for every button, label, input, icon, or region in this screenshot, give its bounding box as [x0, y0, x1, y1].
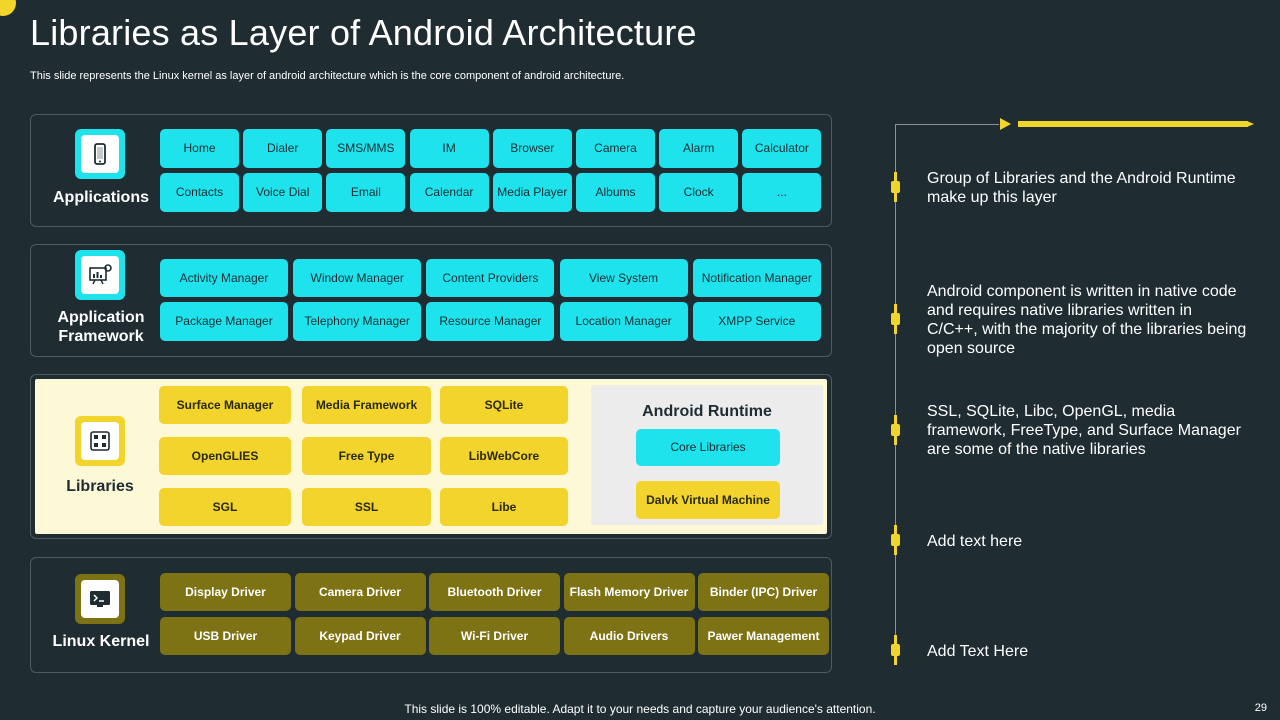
layer-chip[interactable]: Browser: [492, 129, 572, 168]
library-chip[interactable]: SSL: [302, 488, 431, 526]
layer-chip[interactable]: Wi-Fi Driver: [429, 617, 560, 655]
layer-chip[interactable]: Home: [160, 129, 239, 168]
layer-chip[interactable]: Dialer: [243, 129, 323, 168]
timeline-marker: [891, 415, 900, 445]
library-chip[interactable]: SGL: [159, 488, 291, 526]
timeline-note: Group of Libraries and the Android Runti…: [927, 170, 1236, 206]
layer-chip[interactable]: Resource Manager: [426, 302, 555, 341]
layer-chip[interactable]: Bluetooth Driver: [429, 573, 560, 611]
timeline-marker: [891, 525, 900, 555]
layer-chip[interactable]: Alarm: [659, 129, 739, 168]
page-subtitle: This slide represents the Linux kernel a…: [30, 70, 625, 82]
layer-chip[interactable]: Package Manager: [160, 302, 288, 341]
libraries-icon-frame: [75, 416, 125, 466]
timeline-arrow-icon: [1000, 118, 1011, 130]
layer-chip[interactable]: Voice Dial: [243, 173, 323, 212]
timeline-marker: [891, 304, 900, 334]
android-runtime-box: Android Runtime Core Libraries Dalvk Vir…: [591, 385, 823, 525]
smartphone-icon: [81, 135, 119, 173]
layer-chip[interactable]: Clock: [659, 173, 739, 212]
page-number: 29: [1254, 702, 1267, 714]
framework-label: Application Framework: [57, 309, 145, 345]
android-runtime-title: Android Runtime: [642, 403, 772, 420]
layer-chip[interactable]: Telephony Manager: [293, 302, 422, 341]
layer-chip[interactable]: Contacts: [160, 173, 239, 212]
layer-chip[interactable]: ...: [742, 173, 822, 212]
timeline-marker: [891, 635, 900, 665]
applications-icon-frame: [75, 129, 125, 179]
footer-text: This slide is 100% editable. Adapt it to…: [404, 702, 876, 716]
terminal-icon: [81, 580, 119, 618]
kernel-icon-frame: [75, 574, 125, 624]
layer-chip[interactable]: IM: [409, 129, 489, 168]
layer-chip[interactable]: Media Player: [492, 173, 572, 212]
timeline-note: Add Text Here: [927, 643, 1029, 660]
layer-chip[interactable]: Camera Driver: [294, 573, 426, 611]
timeline-note: Android component is written in native c…: [927, 283, 1247, 357]
layer-chip[interactable]: Albums: [576, 173, 655, 212]
runtime-item[interactable]: Core Libraries: [636, 429, 780, 466]
layer-chip[interactable]: XMPP Service: [692, 302, 821, 341]
timeline-note: SSL, SQLite, Libc, OpenGL, media framewo…: [927, 403, 1241, 458]
layer-chip[interactable]: Display Driver: [160, 573, 291, 611]
layer-chip[interactable]: Calendar: [409, 173, 489, 212]
layer-chip[interactable]: Window Manager: [293, 259, 422, 297]
libraries-label: Libraries: [66, 478, 134, 495]
framework-icon-frame: [75, 250, 125, 300]
layer-chip[interactable]: Email: [326, 173, 406, 212]
timeline-accent-tip: [1247, 121, 1254, 127]
corner-decoration: [0, 0, 16, 16]
library-chip[interactable]: Media Framework: [302, 386, 431, 424]
layer-chip[interactable]: View System: [559, 259, 688, 297]
timeline-marker: [891, 172, 900, 202]
runtime-item[interactable]: Dalvk Virtual Machine: [636, 481, 780, 519]
library-chip[interactable]: Libe: [440, 488, 568, 526]
layer-chip[interactable]: Camera: [576, 129, 655, 168]
library-grid-icon: [81, 422, 119, 460]
layer-chip[interactable]: Binder (IPC) Driver: [698, 573, 829, 611]
timeline-line: [895, 124, 896, 664]
layer-chip[interactable]: USB Driver: [160, 617, 291, 655]
layer-chip[interactable]: Audio Drivers: [563, 617, 695, 655]
layer-chip[interactable]: Content Providers: [426, 259, 555, 297]
library-chip[interactable]: OpenGLIES: [159, 437, 291, 475]
timeline-top-line: [895, 124, 999, 125]
layer-chip[interactable]: SMS/MMS: [326, 129, 406, 168]
layer-chip[interactable]: Location Manager: [559, 302, 688, 341]
layer-chip[interactable]: Activity Manager: [160, 259, 288, 297]
dashboard-gear-icon: [81, 256, 119, 294]
library-chip[interactable]: LibWebCore: [440, 437, 568, 475]
timeline-note: Add text here: [927, 533, 1023, 550]
library-chip[interactable]: SQLite: [440, 386, 568, 424]
kernel-label: Linux Kernel: [52, 633, 150, 650]
layer-chip[interactable]: Flash Memory Driver: [563, 573, 695, 611]
applications-label: Applications: [52, 189, 149, 206]
library-chip[interactable]: Free Type: [302, 437, 431, 475]
layer-chip[interactable]: Pawer Management: [698, 617, 829, 655]
layer-chip[interactable]: Notification Manager: [692, 259, 821, 297]
library-chip[interactable]: Surface Manager: [159, 386, 291, 424]
libraries-layer: Libraries Surface Manager Media Framework…: [30, 374, 832, 539]
layer-chip[interactable]: Keypad Driver: [294, 617, 426, 655]
libraries-panel: Libraries Surface Manager Media Framework…: [35, 379, 827, 534]
page-title: Libraries as Layer of Android Architectu…: [30, 12, 697, 53]
timeline-accent-bar: [1018, 121, 1248, 127]
layer-chip[interactable]: Calculator: [742, 129, 822, 168]
